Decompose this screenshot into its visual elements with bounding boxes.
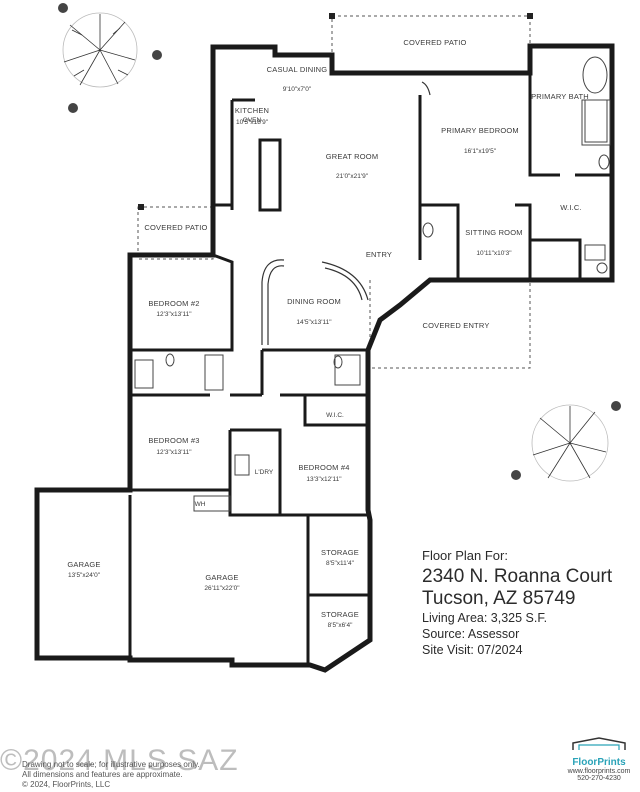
room-dim-bedroom2: 12'3"x13'11" xyxy=(156,311,192,318)
room-label-primary-bath: PRIMARY BATH xyxy=(531,92,589,101)
room-label-wic-bed4: W.I.C. xyxy=(326,412,344,419)
source: Source: Assessor xyxy=(422,627,520,641)
room-label-storage2: STORAGE xyxy=(321,610,359,619)
room-dim-bedroom4: 13'3"x12'11" xyxy=(306,476,342,483)
room-dim-storage2: 8'5"x6'4" xyxy=(328,622,353,629)
room-dim-dining-room: 14'5"x13'11" xyxy=(296,319,332,326)
tree-icon xyxy=(62,12,138,88)
room-dim-sitting-room: 10'11"x10'3" xyxy=(476,250,512,257)
room-label-garage-main: GARAGE xyxy=(205,573,238,582)
mls-watermark: ©2024 MLS SAZ xyxy=(0,744,239,777)
room-label-bedroom4: BEDROOM #4 xyxy=(298,463,349,472)
address-line-2: Tucson, AZ 85749 xyxy=(422,588,576,609)
disclaimer-line-3: © 2024, FloorPrints, LLC xyxy=(22,780,111,789)
room-label-water-heater: WH xyxy=(195,501,206,508)
room-label-dining-room: DINING ROOM xyxy=(287,297,341,306)
room-label-covered-patio-left: COVERED PATIO xyxy=(144,223,207,232)
room-label-bedroom3: BEDROOM #3 xyxy=(148,436,199,445)
address-line-1: 2340 N. Roanna Court xyxy=(422,566,613,587)
room-dim-storage1: 8'5"x11'4" xyxy=(326,560,355,567)
floorprints-brand: FloorPrints www.floorprints.com 520-270-… xyxy=(560,736,638,782)
room-label-covered-patio-top: COVERED PATIO xyxy=(403,38,466,47)
disclaimer-line-2: All dimensions and features are approxim… xyxy=(22,770,183,779)
room-label-casual-dining: CASUAL DINING xyxy=(267,65,328,74)
brand-phone: 520-270-4230 xyxy=(577,775,621,782)
room-label-bedroom2: BEDROOM #2 xyxy=(148,299,199,308)
living-area: Living Area: 3,325 S.F. xyxy=(422,611,548,625)
room-label-great-room: GREAT ROOM xyxy=(326,152,379,161)
info-header: Floor Plan For: xyxy=(422,548,508,563)
shrub-icon xyxy=(58,3,621,480)
room-dim-casual-dining: 9'10"x7'0" xyxy=(283,86,312,93)
room-label-entry: ENTRY xyxy=(366,250,392,259)
room-label-primary-bedroom: PRIMARY BEDROOM xyxy=(441,126,519,135)
room-dim-bedroom3: 12'3"x13'11" xyxy=(156,449,192,456)
room-label-oven: OVEN xyxy=(243,117,262,124)
room-label-covered-entry: COVERED ENTRY xyxy=(422,321,489,330)
room-dim-garage-main: 26'11"x22'0" xyxy=(204,585,240,592)
disclaimer: Drawing not to scale; for illustrative p… xyxy=(22,760,200,790)
house-logo-icon xyxy=(572,737,626,750)
room-dim-garage-left: 13'5"x24'0" xyxy=(68,572,101,579)
room-label-laundry: L'DRY xyxy=(255,469,274,476)
tree-icon xyxy=(531,404,609,482)
site-visit: Site Visit: 07/2024 xyxy=(422,643,523,657)
room-label-kitchen: KITCHEN xyxy=(235,106,269,115)
room-dim-great-room: 21'0"x21'9" xyxy=(336,173,369,180)
room-label-sitting-room: SITTING ROOM xyxy=(465,228,522,237)
room-dim-kitchen: 10'5"x18'9" xyxy=(236,119,269,126)
floor-plan-info: Floor Plan For: 2340 N. Roanna Court Tuc… xyxy=(422,548,612,658)
room-label-wic-primary: W.I.C. xyxy=(560,203,582,212)
brand-website: www.floorprints.com xyxy=(567,768,631,775)
room-dim-primary-bedroom: 16'1"x19'5" xyxy=(464,148,497,155)
room-label-garage-left: GARAGE xyxy=(67,560,100,569)
disclaimer-line-1: Drawing not to scale; for illustrative p… xyxy=(22,760,200,769)
brand-name: FloorPrints xyxy=(572,757,626,768)
room-label-storage1: STORAGE xyxy=(321,548,359,557)
